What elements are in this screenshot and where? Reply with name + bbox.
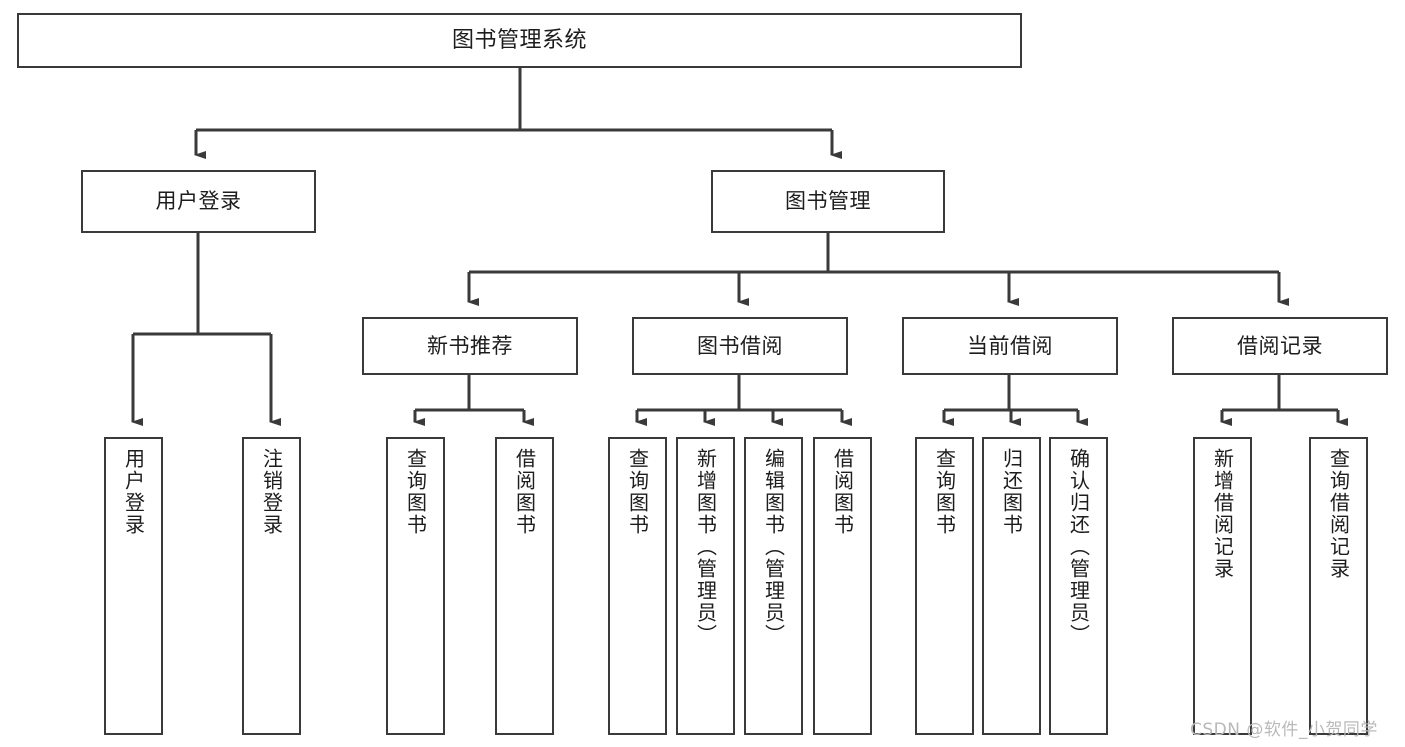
node-leaf-borrow-book-2-label: 借阅图书 (830, 448, 855, 536)
node-leaf-add-book[interactable]: 新增图书（管理员） (676, 437, 735, 735)
node-leaf-query-book-1-label: 查询图书 (403, 448, 428, 536)
node-leaf-add-record[interactable]: 新增借阅记录 (1193, 437, 1252, 735)
node-book-borrow[interactable]: 图书借阅 (632, 317, 848, 375)
node-root[interactable]: 图书管理系统 (17, 13, 1022, 68)
node-leaf-borrow-book-1-label: 借阅图书 (512, 448, 537, 536)
node-leaf-logout-label: 注销登录 (259, 448, 284, 536)
node-leaf-query-record-label: 查询借阅记录 (1326, 448, 1351, 580)
node-borrow-record[interactable]: 借阅记录 (1172, 317, 1388, 375)
node-leaf-user-login-label: 用户登录 (121, 448, 146, 536)
node-leaf-query-book-1[interactable]: 查询图书 (386, 437, 445, 735)
node-leaf-query-book-3-label: 查询图书 (932, 448, 957, 536)
node-leaf-add-record-label: 新增借阅记录 (1210, 448, 1235, 580)
node-current-borrow-label: 当前借阅 (967, 333, 1053, 358)
node-leaf-confirm-return[interactable]: 确认归还（管理员） (1049, 437, 1108, 735)
node-leaf-query-record[interactable]: 查询借阅记录 (1309, 437, 1368, 735)
node-leaf-add-book-label: 新增图书（管理员） (693, 448, 718, 646)
node-leaf-return-book[interactable]: 归还图书 (982, 437, 1041, 735)
node-user-login[interactable]: 用户登录 (81, 170, 316, 233)
node-leaf-confirm-return-label: 确认归还（管理员） (1066, 448, 1091, 646)
node-user-login-label: 用户登录 (155, 189, 242, 214)
node-leaf-return-book-label: 归还图书 (999, 448, 1024, 536)
node-borrow-record-label: 借阅记录 (1237, 333, 1323, 358)
node-book-manage-label: 图书管理 (785, 189, 871, 214)
node-leaf-user-login[interactable]: 用户登录 (104, 437, 163, 735)
node-new-book-rec[interactable]: 新书推荐 (362, 317, 578, 375)
node-leaf-edit-book-label: 编辑图书（管理员） (761, 448, 786, 646)
node-leaf-query-book-2[interactable]: 查询图书 (608, 437, 667, 735)
node-leaf-query-book-2-label: 查询图书 (625, 448, 650, 536)
node-current-borrow[interactable]: 当前借阅 (902, 317, 1118, 375)
watermark-text: CSDN @软件_小贺同学 (1190, 720, 1378, 740)
node-leaf-logout[interactable]: 注销登录 (242, 437, 301, 735)
node-leaf-borrow-book-2[interactable]: 借阅图书 (813, 437, 872, 735)
node-new-book-rec-label: 新书推荐 (427, 333, 513, 358)
node-leaf-edit-book[interactable]: 编辑图书（管理员） (744, 437, 803, 735)
node-book-borrow-label: 图书借阅 (697, 333, 783, 358)
node-book-manage[interactable]: 图书管理 (711, 170, 945, 233)
node-leaf-query-book-3[interactable]: 查询图书 (915, 437, 974, 735)
node-root-label: 图书管理系统 (451, 27, 587, 53)
node-leaf-borrow-book-1[interactable]: 借阅图书 (495, 437, 554, 735)
